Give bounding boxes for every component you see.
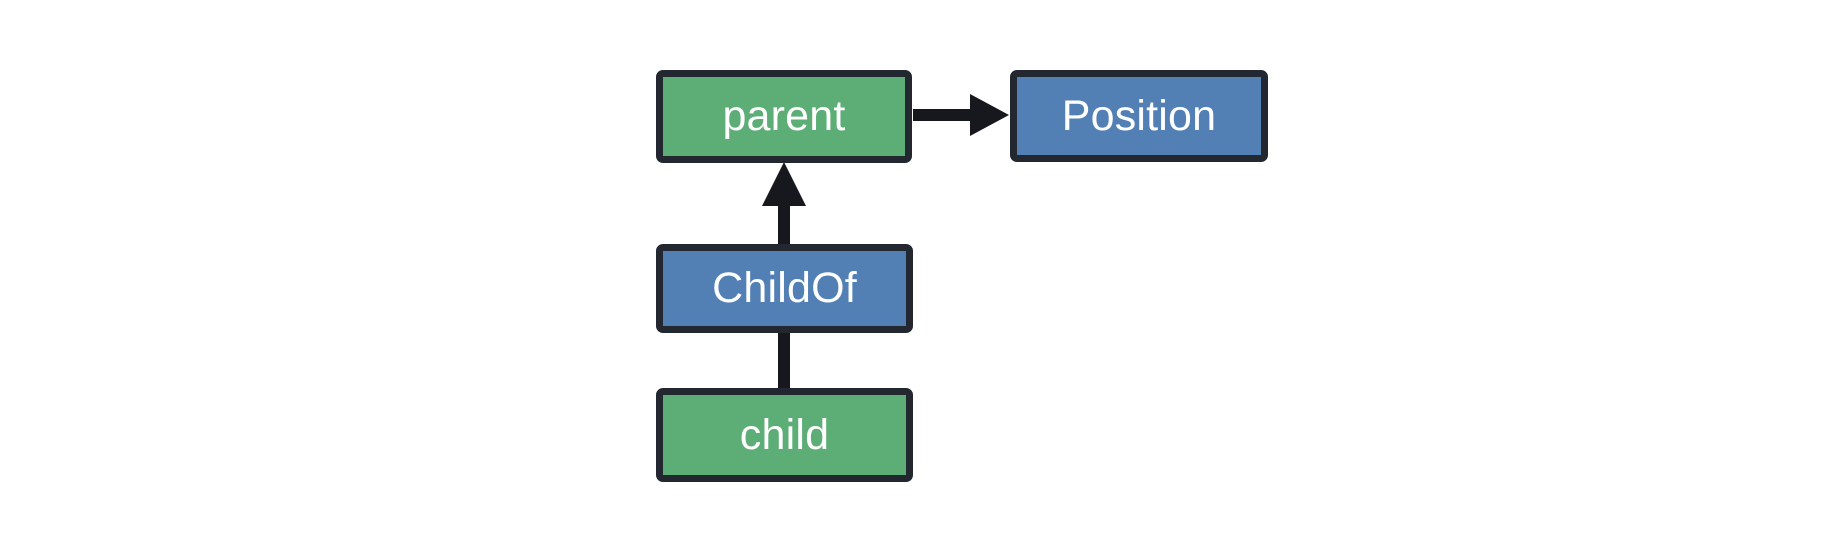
edge-child-to-childof [778, 330, 790, 392]
edge-childof-to-parent-shaft [778, 198, 790, 246]
node-position[interactable]: Position [1010, 70, 1268, 162]
node-parent-label: parent [722, 92, 846, 140]
node-child[interactable]: child [656, 388, 913, 482]
edge-parent-to-position [913, 94, 1009, 136]
edge-parent-to-position-shaft [913, 109, 975, 121]
node-child-label: child [739, 410, 830, 459]
node-childof[interactable]: ChildOf [656, 244, 913, 333]
node-childof-label: ChildOf [712, 264, 857, 312]
edge-child-to-childof-shaft [778, 330, 790, 392]
edge-childof-to-parent-arrowhead-icon [762, 162, 806, 206]
edge-parent-to-position-arrowhead-icon [970, 94, 1009, 136]
edge-childof-to-parent [762, 162, 806, 246]
node-position-label: Position [1061, 91, 1217, 140]
node-parent[interactable]: parent [656, 70, 912, 163]
